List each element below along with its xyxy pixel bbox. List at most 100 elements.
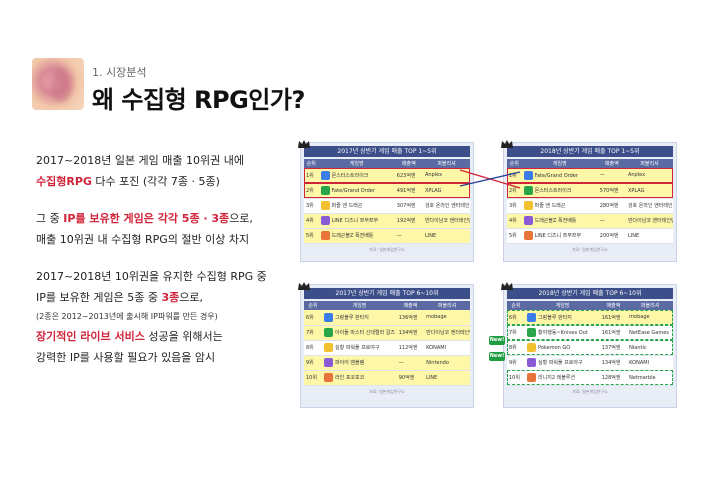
game-name: 실황 파워풀 프로야구 (335, 345, 380, 351)
column-header: 게임명 (322, 301, 397, 310)
paragraph-2: 그 중 IP를 보유한 게임은 각각 5종 · 3종으로, 매출 10위권 내 … (36, 208, 286, 250)
rank-cell: 7위 (304, 325, 323, 341)
rank-cell: 10위 (304, 370, 323, 386)
game-icon (320, 216, 330, 225)
game-name: 실황 파워풀 프로야구 (538, 360, 583, 366)
game-name: 몬스터스트라이크 (331, 172, 369, 179)
rank-cell: 10위 (507, 370, 526, 386)
sales-cell: 90억엔 (396, 370, 425, 386)
game-name-cell: Fate/Grand Order (521, 168, 598, 184)
game-name: 드래곤볼Z 폭전배틀 (331, 233, 374, 239)
sales-cell: 200억엔 (597, 228, 626, 244)
game-icon (320, 170, 330, 180)
column-header: 매출액 (597, 159, 626, 168)
p1-line1: 2017~2018년 일본 게임 매출 10위권 내에 (36, 154, 245, 167)
sales-cell: 112억엔 (396, 340, 425, 356)
game-name-cell: 아이돌 마스터 신데렐라 걸즈 스타라이트 스테이지 (322, 325, 397, 341)
sales-cell: 192억엔 (394, 213, 423, 229)
publisher-cell: 반다이남코 엔터테인먼트 (625, 213, 673, 229)
game-name-cell: 라인 포코포코 (322, 370, 397, 386)
panel-source-note: 자료: 일본게임연구소 (572, 388, 608, 394)
p2-a: 그 중 (36, 212, 64, 225)
game-name-cell: 몬스터스트라이크 (521, 183, 598, 199)
game-name: Pokemon GO (538, 345, 571, 351)
sales-cell: 280억엔 (597, 198, 626, 214)
game-name-cell: 퍼즐 앤 드래곤 (521, 198, 598, 214)
rank-cell: 2위 (507, 183, 522, 199)
game-icon (324, 328, 334, 337)
section-subtitle: 1. 시장분석 (92, 66, 147, 79)
column-header: 퍼블리셔 (627, 301, 673, 310)
p2-red: IP를 보유한 게임은 각각 5종 · 3종 (63, 212, 230, 225)
p1-rest: 다수 포진 (각각 7종 · 5종) (91, 175, 220, 188)
rank-cell: 1위 (507, 168, 522, 184)
game-name-cell: 파이어 엠블렘 (322, 355, 397, 371)
rank-cell: 6위 (507, 310, 526, 326)
sales-cell: — (396, 355, 425, 371)
publisher-cell: mobage (424, 310, 470, 326)
sales-cell: 491억엔 (394, 183, 423, 199)
p3-red-2: 장기적인 라이브 서비스 (36, 330, 145, 343)
game-icon (523, 201, 533, 210)
game-name-cell: 드래곤볼Z 폭전배틀 (521, 213, 598, 229)
p3-line1: 2017~2018년 10위권을 유지한 수집형 RPG 중 (36, 270, 267, 283)
game-name-cell: LINE 디즈니 쯔무쯔무 (521, 228, 598, 244)
column-header: 순위 (304, 159, 319, 168)
column-header: 퍼블리셔 (625, 159, 673, 168)
p2-b: 으로, (229, 212, 253, 225)
column-header: 순위 (507, 159, 522, 168)
crown-icon (298, 282, 310, 290)
sales-cell: 136억엔 (396, 310, 425, 326)
publisher-cell: Anplex (422, 168, 470, 184)
sales-cell: — (597, 213, 626, 229)
game-icon (320, 186, 330, 195)
game-name: Fate/Grand Order (331, 188, 375, 194)
column-header: 게임명 (318, 159, 395, 168)
publisher-cell: NetEase Games (627, 325, 673, 341)
game-icon (320, 201, 330, 210)
panel-source-note: 자료: 일본게임연구소 (572, 246, 608, 252)
game-icon (523, 231, 533, 240)
panel-source-note: 자료: 일본게임연구소 (369, 388, 405, 394)
sales-cell: 307억엔 (394, 198, 423, 214)
rank-cell: 9위 (304, 355, 323, 371)
panel-title: 2017년 상반기 게임 매출 TOP 6~10위 (298, 282, 470, 299)
publisher-cell: 반다이남코 엔터테인먼트 (422, 213, 470, 229)
game-name: 퍼즐 앤 드래곤 (331, 203, 363, 209)
publisher-cell: XPLAG (422, 183, 470, 199)
bullet-text-block: 2017~2018년 일본 게임 매출 10위권 내에 수집형RPG 다수 포진… (36, 150, 286, 384)
game-icon (324, 312, 334, 322)
game-icon (324, 358, 334, 367)
publisher-cell: Netmarble (627, 370, 673, 386)
p1-line2: 수집형RPG 다수 포진 (각각 7종 · 5종) (36, 171, 286, 192)
column-header: 순위 (304, 301, 323, 310)
sales-cell: 623억엔 (394, 168, 423, 184)
game-name-cell: Fate/Grand Order (318, 183, 395, 199)
game-name-cell: 리니지2 레볼루션 (525, 370, 600, 386)
crown-icon (298, 140, 310, 148)
sales-cell: 161억엔 (599, 325, 628, 341)
game-name: 드래곤볼Z 폭전배틀 (534, 218, 577, 224)
column-header: 매출액 (394, 159, 423, 168)
publisher-cell: 반다이남코 엔터테인먼트 (424, 325, 470, 341)
game-name: LINE 디즈니 쯔무쯔무 (331, 218, 379, 224)
p2-line1: 그 중 IP를 보유한 게임은 각각 5종 · 3종으로, (36, 208, 286, 229)
